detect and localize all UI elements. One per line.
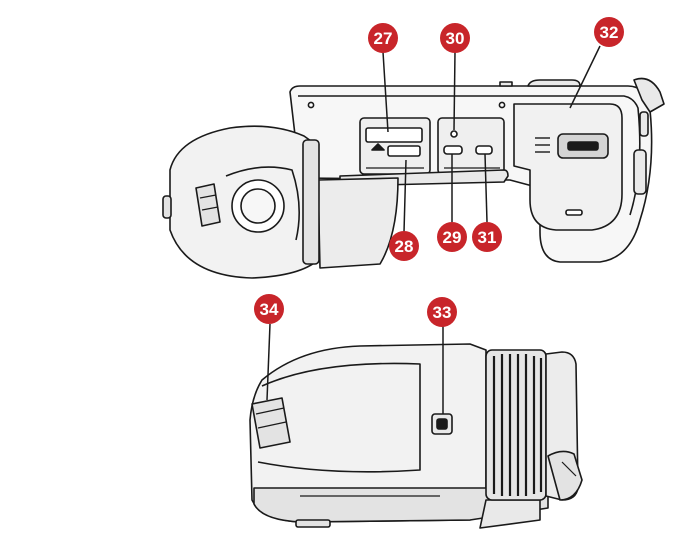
callout-29: 29 [437,222,467,252]
objective-cap-hook [547,450,583,501]
callout-28-label: 28 [395,237,414,256]
callout-33: 33 [427,297,457,327]
callout-29-badge [437,222,467,252]
usb-port[interactable] [443,145,463,155]
sd-card-eject-icon [371,143,385,151]
right-side-button-upper [639,111,649,137]
callout-28: 28 [389,231,419,261]
left-side-button [162,195,172,219]
hdmi-port[interactable] [475,145,493,155]
right-side-button [633,149,647,195]
side-bottom-extension [479,499,541,529]
side-thumb-grip [251,397,291,449]
leader-30 [453,51,456,131]
side-upper-cover [257,362,421,473]
callout-30: 30 [440,23,470,53]
battery-cover-grip [565,209,583,216]
callout-34: 34 [254,294,284,324]
eyepiece-lens [240,188,276,224]
focus-ring-knurling [492,354,543,496]
leader-34 [266,323,271,401]
callout-31: 31 [472,222,502,252]
leader-32 [569,45,601,109]
callout-32-badge [594,17,624,47]
callout-27-badge [368,23,398,53]
top-screw-hole-left [307,101,315,109]
callout-30-badge [440,23,470,53]
battery-cover-latch-slot [567,141,599,151]
eyepiece-inner-rim [225,166,300,241]
flip-screen-panel [317,177,399,269]
callout-29-label: 29 [443,228,462,247]
callout-27: 27 [368,23,398,53]
device-side-view [249,343,583,529]
side-tripod-mount [295,519,331,528]
eyepiece-thumb-grip [195,183,221,227]
callout-33-label: 33 [433,303,452,322]
status-indicator-hole [450,130,458,138]
side-function-button-core [436,418,448,430]
callout-31-badge [472,222,502,252]
callout-30-label: 30 [446,29,465,48]
sd-card-slot[interactable] [365,127,423,143]
callout-32-label: 32 [600,23,619,42]
callout-32: 32 [594,17,624,47]
callout-34-badge [254,294,284,324]
leader-31 [484,153,488,223]
top-small-tab [499,81,513,87]
leader-lines [266,45,601,414]
callout-28-badge [389,231,419,261]
rear-strap-lug [633,77,665,113]
callout-27-label: 27 [374,29,393,48]
leader-27 [382,51,389,133]
callout-33-badge [427,297,457,327]
top-button-bump [527,79,581,87]
callout-34-label: 34 [260,300,279,319]
eyepiece-grip-ridge [302,139,320,265]
device-top-view [162,77,665,279]
leader-28 [403,159,407,233]
top-screw-hole-right [498,101,506,109]
callout-31-label: 31 [478,228,497,247]
sd-card-slot-lower [387,145,421,157]
